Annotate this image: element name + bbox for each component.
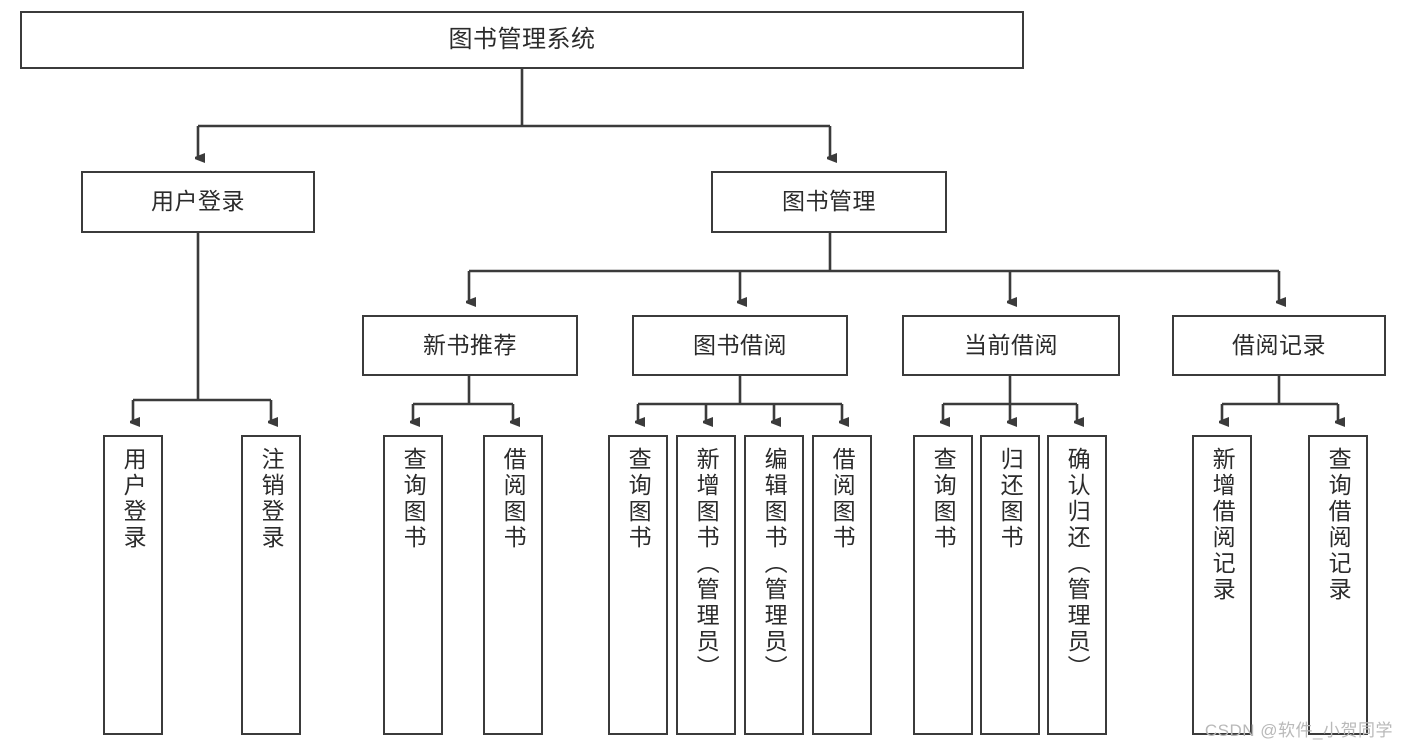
node-leaf-return-book-label: 归还图书 (997, 447, 1024, 551)
node-new-book-rec-label: 新书推荐 (423, 331, 517, 358)
node-leaf-query-record[interactable]: 查询借阅记录 (1308, 435, 1368, 735)
node-leaf-add-book-label: 新增图书（管理员） (693, 447, 720, 681)
node-user-login[interactable]: 用户登录 (81, 171, 315, 233)
node-book-manage-label: 图书管理 (782, 188, 876, 215)
node-leaf-confirm-return[interactable]: 确认归还（管理员） (1047, 435, 1107, 735)
node-leaf-return-book[interactable]: 归还图书 (980, 435, 1040, 735)
node-book-borrow-label: 图书借阅 (693, 331, 787, 358)
node-leaf-edit-book-label: 编辑图书（管理员） (761, 447, 788, 681)
csdn-watermark: CSDN @软件_小贺同学 (1204, 721, 1393, 740)
node-book-manage[interactable]: 图书管理 (711, 171, 947, 233)
node-leaf-query-book-a[interactable]: 查询图书 (383, 435, 443, 735)
node-leaf-query-book-c-label: 查询图书 (930, 447, 957, 551)
node-leaf-borrow-book-a[interactable]: 借阅图书 (483, 435, 543, 735)
node-current-borrow[interactable]: 当前借阅 (902, 315, 1120, 376)
node-leaf-borrow-book-b-label: 借阅图书 (829, 447, 856, 551)
node-leaf-query-record-label: 查询借阅记录 (1325, 447, 1352, 603)
node-leaf-query-book-a-label: 查询图书 (400, 447, 427, 551)
node-leaf-add-record[interactable]: 新增借阅记录 (1192, 435, 1252, 735)
node-leaf-query-book-b[interactable]: 查询图书 (608, 435, 668, 735)
node-leaf-logout[interactable]: 注销登录 (241, 435, 301, 735)
node-borrow-record[interactable]: 借阅记录 (1172, 315, 1386, 376)
node-leaf-user-login[interactable]: 用户登录 (103, 435, 163, 735)
node-book-borrow[interactable]: 图书借阅 (632, 315, 848, 376)
node-leaf-user-login-label: 用户登录 (120, 447, 147, 551)
node-new-book-rec[interactable]: 新书推荐 (362, 315, 578, 376)
node-leaf-add-record-label: 新增借阅记录 (1209, 447, 1236, 603)
node-leaf-borrow-book-a-label: 借阅图书 (500, 447, 527, 551)
node-user-login-label: 用户登录 (151, 188, 245, 215)
node-leaf-confirm-return-label: 确认归还（管理员） (1064, 447, 1091, 681)
node-root[interactable]: 图书管理系统 (20, 11, 1024, 69)
node-borrow-record-label: 借阅记录 (1232, 331, 1326, 358)
node-leaf-add-book[interactable]: 新增图书（管理员） (676, 435, 736, 735)
node-leaf-query-book-b-label: 查询图书 (625, 447, 652, 551)
node-leaf-logout-label: 注销登录 (258, 447, 285, 551)
node-leaf-query-book-c[interactable]: 查询图书 (913, 435, 973, 735)
node-leaf-borrow-book-b[interactable]: 借阅图书 (812, 435, 872, 735)
node-leaf-edit-book[interactable]: 编辑图书（管理员） (744, 435, 804, 735)
node-root-label: 图书管理系统 (448, 25, 596, 53)
node-current-borrow-label: 当前借阅 (964, 331, 1058, 358)
